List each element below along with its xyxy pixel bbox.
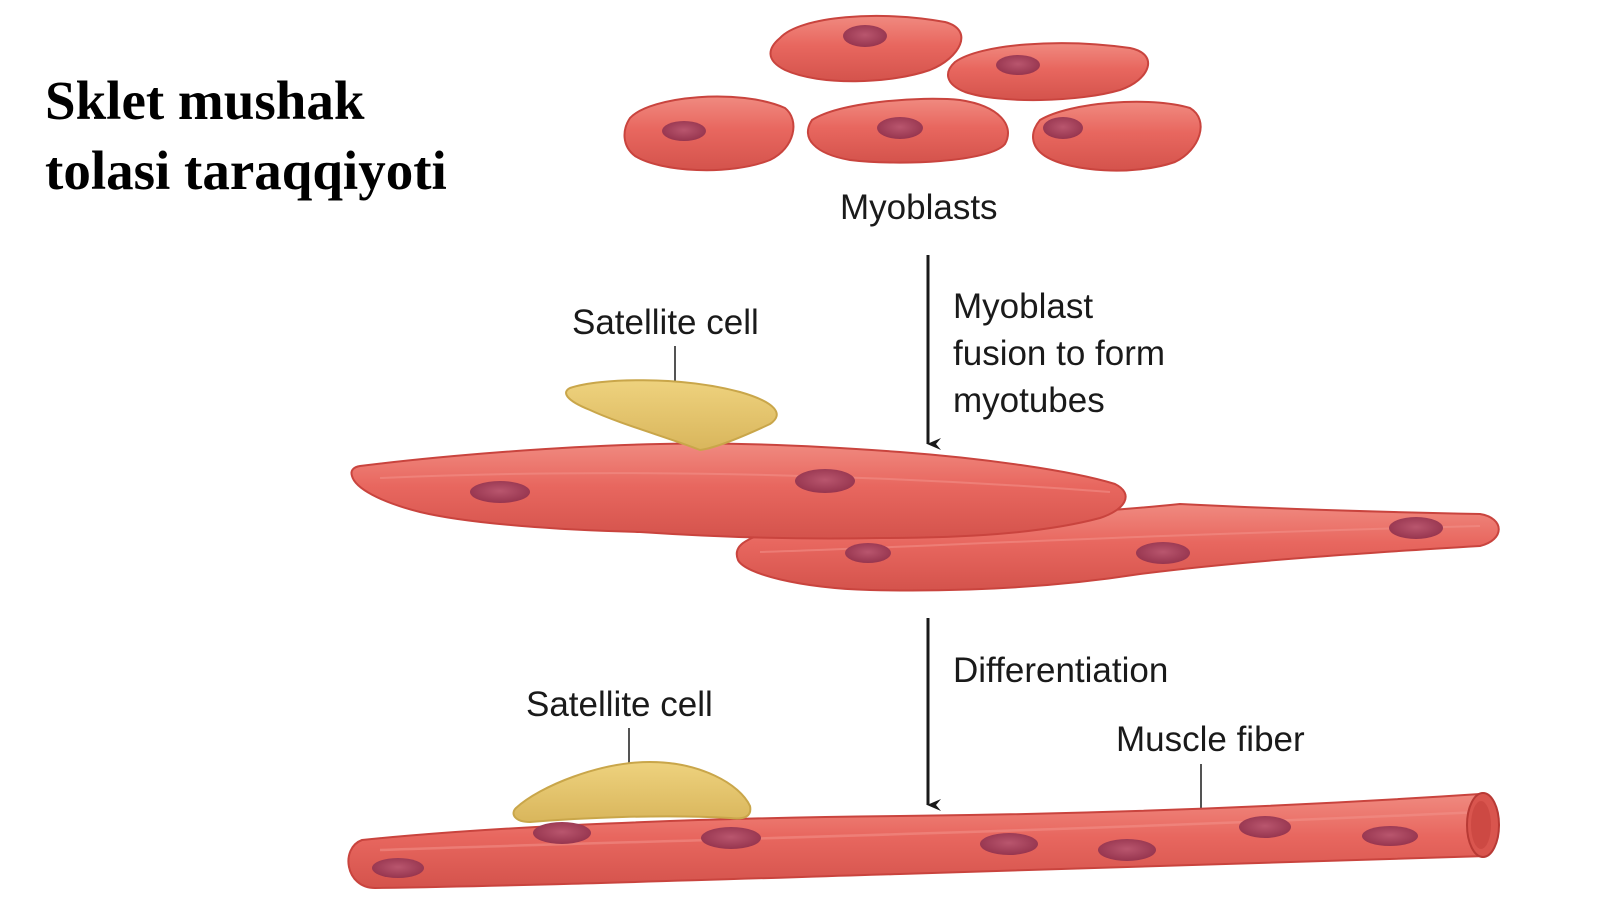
slide-title-line-2: tolasi taraqqiyoti bbox=[45, 140, 447, 201]
myoblast-cell bbox=[623, 95, 795, 172]
myoblasts-label: Myoblasts bbox=[840, 188, 998, 227]
myotube bbox=[350, 442, 1127, 540]
myoblast-cell bbox=[769, 14, 963, 83]
fusion-label-line-2: fusion to form bbox=[953, 334, 1165, 373]
myoblast-cluster bbox=[623, 14, 1202, 172]
differentiation-label: Differentiation bbox=[953, 651, 1168, 690]
satellite-cell-label-bottom: Satellite cell bbox=[526, 685, 713, 724]
slide-title: Sklet mushak tolasi taraqqiyoti bbox=[45, 66, 447, 206]
myoblast-cell bbox=[806, 97, 1009, 164]
myotube-group bbox=[350, 379, 1500, 592]
satellite-cell-bottom bbox=[512, 760, 752, 824]
muscle-fiber-label: Muscle fiber bbox=[1116, 720, 1305, 759]
satellite-cell-label-top: Satellite cell bbox=[572, 303, 759, 342]
slide-title-line-1: Sklet mushak bbox=[45, 70, 365, 131]
fusion-label-line-1: Myoblast bbox=[953, 287, 1093, 326]
satellite-cell-top bbox=[565, 379, 778, 452]
myoblast-cell bbox=[1032, 100, 1202, 172]
myoblast-cell bbox=[947, 42, 1150, 102]
muscle-fiber bbox=[347, 792, 1500, 890]
fusion-label-line-3: myotubes bbox=[953, 381, 1105, 420]
